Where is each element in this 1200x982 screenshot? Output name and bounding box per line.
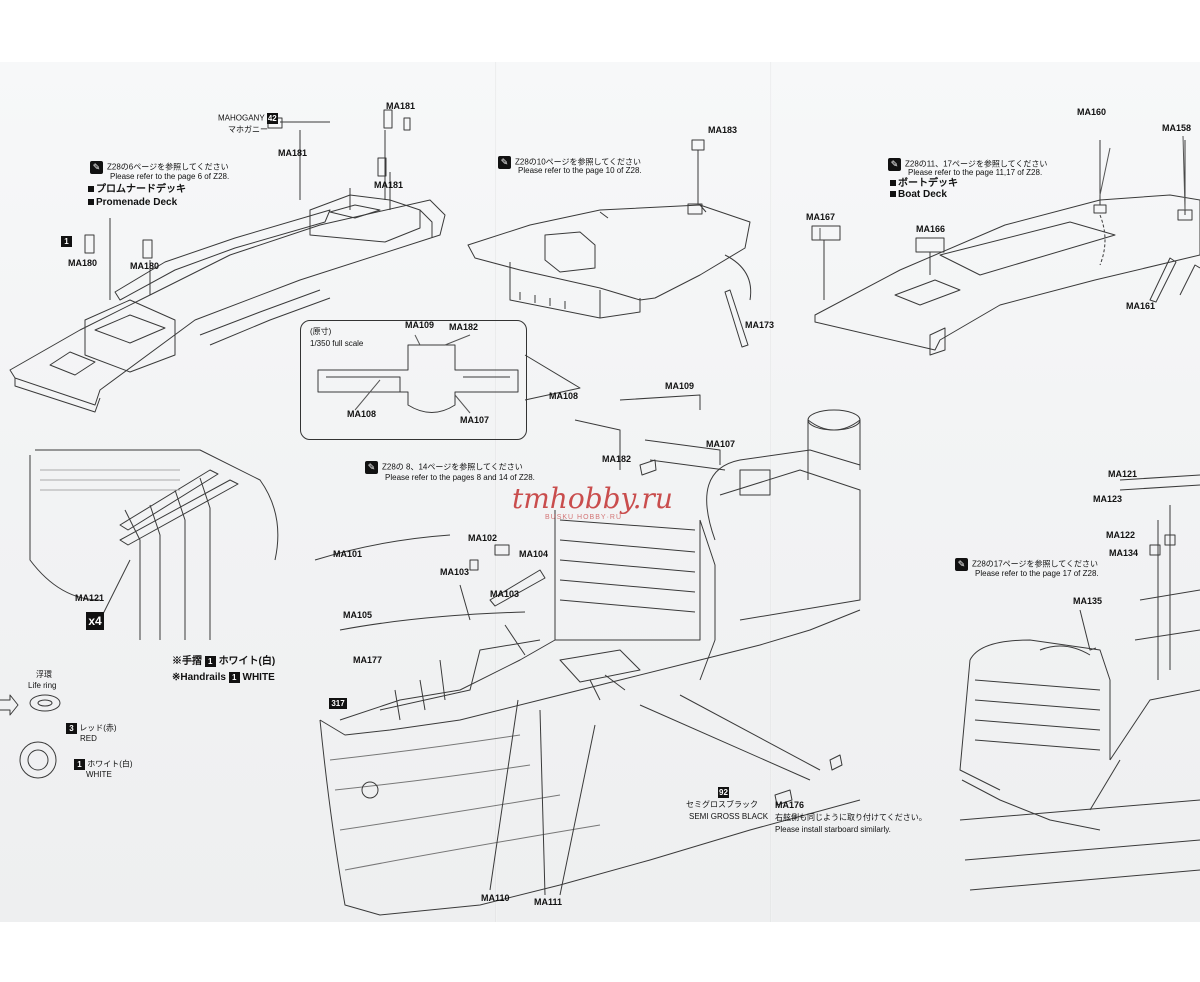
upper-deck-drawing	[467, 139, 752, 348]
quantity-badge: x4	[86, 612, 104, 630]
paint-semigloss-jp: セミグロスブラック	[686, 800, 758, 809]
paint-brush-icon: ✎	[365, 461, 378, 474]
bow-assembly-drawing	[314, 394, 861, 916]
part-label: MA103	[440, 567, 470, 577]
page-fold	[495, 62, 497, 922]
part-label: MA121	[75, 593, 105, 603]
reference-note: ✎Z28の 8、14ページを参照してください	[365, 461, 523, 474]
part-label: MA103	[490, 589, 520, 599]
part-label: MA182	[449, 322, 479, 332]
handrails-note-jp: ※手摺 1 ホワイト(白)	[172, 656, 276, 668]
part-label: MA166	[916, 224, 946, 234]
instruction-sheet	[0, 62, 1200, 922]
part-label: MA111	[534, 897, 563, 907]
part-label: MA107	[706, 439, 736, 449]
scale-callout	[300, 320, 527, 440]
part-label: MA180	[130, 261, 160, 271]
watermark-logo: tmhobby.ru	[512, 482, 673, 515]
paint-brush-icon: ✎	[955, 558, 968, 571]
part-label: MA108	[347, 409, 377, 419]
part-label: MA134	[1109, 548, 1139, 558]
part-label: MA109	[665, 381, 695, 391]
life-ring-label-jp: 浮環	[36, 670, 52, 679]
reference-note-en: Please refer to the page 6 of Z28.	[110, 172, 230, 181]
part-label: MA176	[775, 800, 805, 810]
paint-semigloss-en: SEMI GROSS BLACK	[689, 812, 769, 821]
section-title-jp: プロムナードデッキ	[88, 184, 186, 196]
scale-callout-drawing	[317, 344, 581, 413]
part-label: MA109	[405, 320, 435, 330]
part-label: MA181	[386, 101, 416, 111]
paint-red-label: 3 レッド(赤)	[66, 723, 117, 734]
part-label: MA102	[468, 533, 498, 543]
part-label: MA177	[353, 655, 383, 665]
part-label: MA182	[602, 454, 632, 464]
paint-semigloss-num: 92	[718, 787, 729, 798]
scale-label-jp: (原寸)	[310, 327, 332, 336]
reference-note-en: Please refer to the page 17 of Z28.	[975, 569, 1099, 578]
part-label: MA104	[519, 549, 549, 559]
paint-white-label: 1 ホワイト(白)	[74, 759, 133, 770]
reference-note: ✎Z28の10ページを参照してください	[498, 156, 641, 169]
leader-lines	[354, 135, 1186, 414]
paint-white-label-en: WHITE	[86, 770, 112, 779]
part-label: MA135	[1073, 596, 1103, 606]
scale-label-en: 1/350 full scale	[310, 339, 364, 348]
reference-note: ✎Z28の11、17ページを参照してください	[888, 158, 1047, 171]
paint-brush-icon: ✎	[498, 156, 511, 169]
starboard-note-en: Please install starboard similarly.	[775, 825, 891, 834]
life-ring-label-en: Life ring	[28, 681, 57, 690]
part-label: MA108	[549, 391, 579, 401]
paint-brush-icon: ✎	[90, 161, 103, 174]
reference-note: ✎Z28の17ページを参照してください	[955, 558, 1098, 571]
promenade-deck-drawing	[9, 109, 446, 413]
part-label: MA121	[1108, 469, 1138, 479]
paint-number-badge: 42	[266, 113, 278, 124]
part-label: MA105	[343, 610, 373, 620]
part-label: MA122	[1106, 530, 1136, 540]
starboard-note-jp: 右舷側も同じように取り付けてください。	[775, 813, 927, 822]
section-title-en: Promenade Deck	[88, 197, 177, 209]
section-title-en: Boat Deck	[890, 189, 947, 201]
part-label: MA183	[708, 125, 738, 135]
part-label: MA158	[1162, 123, 1192, 133]
part-label: MA181	[278, 148, 308, 158]
boat-deck-drawing	[811, 140, 1200, 356]
mahogany-label-jp: マホガニー	[228, 125, 268, 134]
mahogany-label-en: MAHOGANY 42	[218, 113, 278, 124]
section-title-jp: ボートデッキ	[890, 178, 958, 190]
stern-assembly-drawing	[959, 474, 1200, 891]
paint-brush-icon: ✎	[888, 158, 901, 171]
part-label: MA173	[745, 320, 775, 330]
part-label: MA161	[1126, 301, 1156, 311]
part-label: MA101	[333, 549, 363, 559]
part-number-badge: 1	[61, 236, 72, 247]
reference-note: ✎Z28の6ページを参照してください	[90, 161, 229, 174]
part-label: MA123	[1093, 494, 1123, 504]
reference-note-en: Please refer to the pages 8 and 14 of Z2…	[385, 473, 535, 482]
part-label: MA160	[1077, 107, 1107, 117]
reference-note-en: Please refer to the page 11,17 of Z28.	[908, 168, 1043, 177]
reference-note-en: Please refer to the page 10 of Z28.	[518, 166, 642, 175]
part-label: MA107	[460, 415, 490, 425]
part-label: MA180	[68, 258, 98, 268]
handrails-note-en: ※Handrails 1 WHITE	[172, 672, 275, 684]
part-label: MA110	[481, 893, 510, 903]
part-label: MA167	[806, 212, 836, 222]
life-ring-drawing	[0, 694, 61, 779]
part-label: MA181	[374, 180, 404, 190]
paint-red-label-en: RED	[80, 734, 97, 743]
watermark-subtext: BUSKU HOBBY·RU	[545, 514, 623, 521]
page-fold	[770, 62, 772, 922]
handrail-detail-drawing	[29, 449, 279, 640]
part-number-badge: 317	[329, 698, 347, 709]
